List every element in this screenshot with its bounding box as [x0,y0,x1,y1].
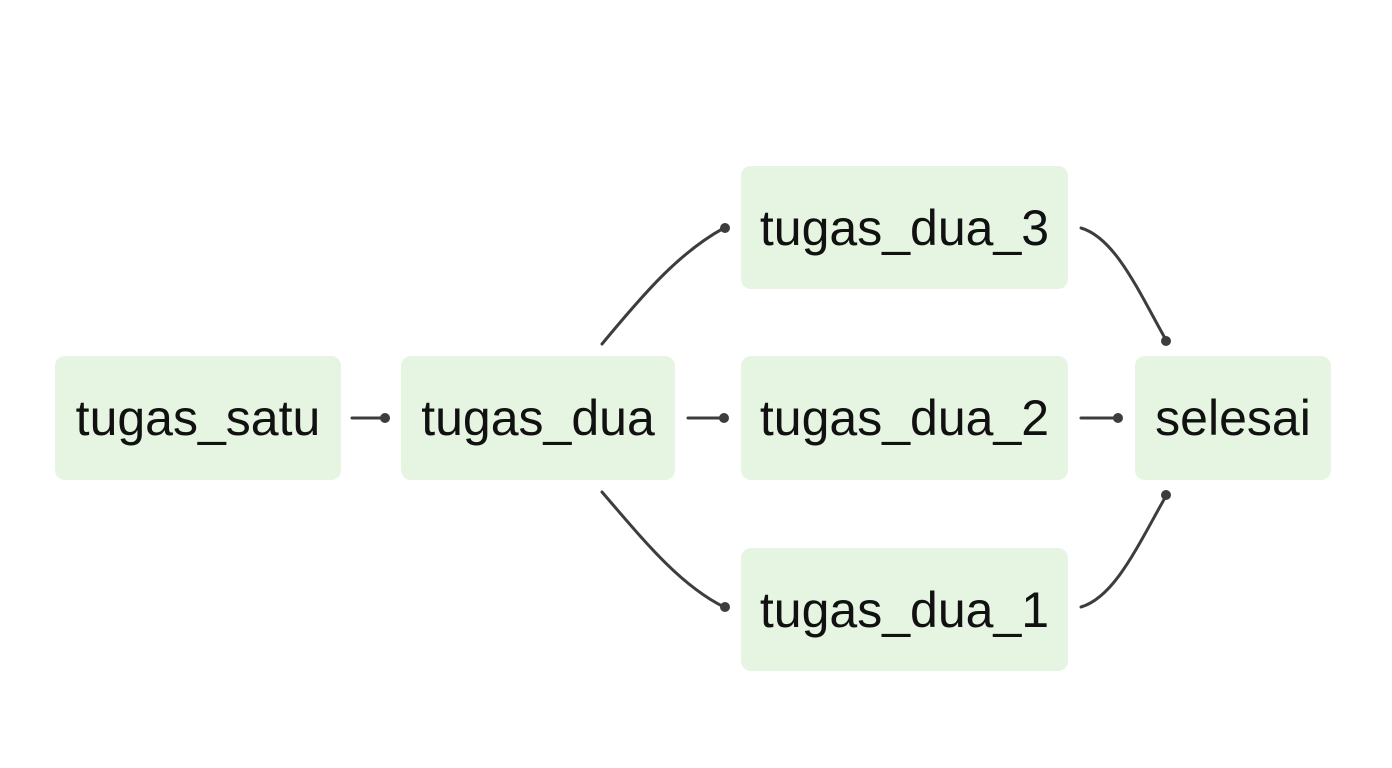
node-tugas-satu[interactable]: tugas_satu [55,356,341,480]
node-tugas-dua-3[interactable]: tugas_dua_3 [741,166,1068,289]
node-tugas-dua-2[interactable]: tugas_dua_2 [741,356,1068,480]
edge-tugas-dua-to-tugas-dua-3 [600,226,726,346]
edge-tugas-dua-3-to-selesai [1079,226,1168,342]
node-tugas-dua-1[interactable]: tugas_dua_1 [741,548,1068,671]
edge-end-tugas-dua-to-tugas-dua-1 [720,602,730,612]
node-label-tugas-dua: tugas_dua [421,390,655,446]
edge-end-tugas-dua-2-to-selesai [1113,413,1123,423]
edge-end-tugas-dua-3-to-selesai [1161,336,1171,346]
node-label-selesai: selesai [1155,390,1311,446]
edge-end-tugas-satu-to-tugas-dua [380,413,390,423]
node-tugas-dua[interactable]: tugas_dua [401,356,675,480]
edge-end-tugas-dua-to-tugas-dua-2 [719,413,729,423]
edge-tugas-dua-1-to-selesai [1079,494,1168,609]
edge-end-tugas-dua-1-to-selesai [1161,490,1171,500]
edge-end-tugas-dua-to-tugas-dua-3 [720,223,730,233]
node-label-tugas-dua-2: tugas_dua_2 [759,390,1050,446]
node-selesai[interactable]: selesai [1135,356,1331,480]
node-label-tugas-dua-1: tugas_dua_1 [759,581,1050,638]
edge-tugas-dua-to-tugas-dua-1 [600,490,726,609]
node-label-tugas-satu: tugas_satu [75,390,321,446]
node-label-tugas-dua-3: tugas_dua_3 [759,199,1050,256]
